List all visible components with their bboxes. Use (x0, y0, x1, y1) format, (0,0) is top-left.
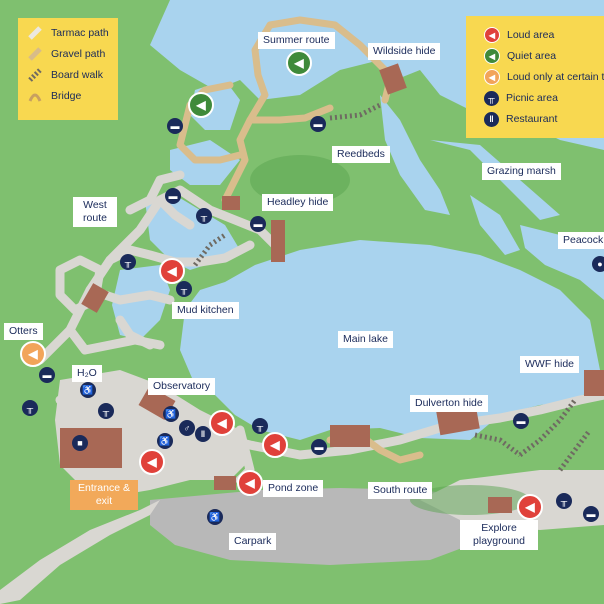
loud-area-icon: ◀ (209, 410, 235, 436)
bench-icon: ▬ (311, 439, 327, 455)
label-h2o: H₂O (72, 365, 102, 382)
label-south-route: South route (368, 482, 433, 499)
picnic-icon: ╥ (176, 281, 192, 297)
picnic-icon: ╥ (556, 493, 572, 509)
bridge-swatch-icon (26, 87, 44, 105)
legend-loud: ◀ Loud area (484, 26, 554, 44)
label-summer-route: Summer route (258, 32, 335, 49)
facility-legend: ◀ Loud area ◀ Quiet area ◀ Loud only at … (466, 16, 604, 138)
quiet-area-icon: ◀ (484, 48, 500, 64)
accessibility-icon: ♿ (80, 382, 96, 398)
legend-label: Loud only at certain t (507, 71, 604, 83)
quiet-area-icon: ◀ (188, 92, 214, 118)
label-pond-zone: Pond zone (263, 480, 324, 497)
legend-label: Tarmac path (51, 27, 109, 39)
baby-change-icon: ♂ (179, 420, 195, 436)
path-legend: Tarmac path Gravel path Board walk Bridg… (18, 18, 118, 120)
label-west-route: West route (73, 197, 117, 227)
label-carpark: Carpark (229, 533, 277, 550)
bench-icon: ▬ (310, 116, 326, 132)
label-entrance-exit: Entrance & exit (70, 480, 138, 510)
picnic-icon: ╥ (196, 208, 212, 224)
loud-area-icon: ◀ (159, 258, 185, 284)
legend-bridge: Bridge (26, 87, 81, 105)
legend-quiet: ◀ Quiet area (484, 47, 556, 65)
tarmac-swatch-icon (26, 24, 44, 42)
shop-icon: ■ (72, 435, 88, 451)
loud-area-icon: ◀ (262, 432, 288, 458)
main-building (60, 428, 122, 468)
label-main-lake: Main lake (338, 331, 393, 348)
legend-label: Bridge (51, 90, 82, 102)
legend-restaurant: ǁ Restaurant (484, 110, 557, 128)
bench-icon: ▬ (513, 413, 529, 429)
bench-icon: ▬ (583, 506, 599, 522)
label-peacock: Peacock (558, 232, 604, 249)
accessibility-icon: ♿ (207, 509, 223, 525)
bench-icon: ▬ (250, 216, 266, 232)
loud-certain-times-icon: ◀ (484, 69, 500, 85)
bench-icon: ▬ (165, 188, 181, 204)
bench-icon: ▬ (39, 367, 55, 383)
label-headley-hide: Headley hide (262, 194, 334, 211)
loud-area-icon: ◀ (484, 27, 500, 43)
picnic-icon: ╥ (484, 90, 499, 106)
legend-label: Picnic area (506, 92, 558, 104)
label-wildside-hide: Wildside hide (368, 43, 441, 60)
picnic-icon: ╥ (120, 254, 136, 270)
legend-label: Quiet area (507, 50, 557, 62)
gravel-swatch-icon (26, 45, 44, 63)
restaurant-icon: ǁ (195, 426, 211, 442)
label-explore-playground: Explore playground (460, 520, 538, 550)
picnic-icon: ╥ (22, 400, 38, 416)
label-observatory: Observatory (148, 378, 216, 395)
quiet-area-icon: ◀ (286, 50, 312, 76)
picnic-icon: ╥ (252, 418, 268, 434)
accessibility-icon: ♿ (163, 406, 179, 422)
legend-tarmac: Tarmac path (26, 24, 109, 42)
legend-label: Board walk (51, 69, 103, 81)
legend-label: Restaurant (506, 113, 558, 125)
label-wwf-hide: WWF hide (520, 356, 580, 373)
legend-gravel: Gravel path (26, 45, 105, 63)
wwf-hide-building (584, 370, 604, 396)
label-grazing-marsh: Grazing marsh (482, 163, 561, 180)
picnic-icon: ╥ (98, 403, 114, 419)
loud-certain-times-icon: ◀ (20, 341, 46, 367)
carpark-building (214, 476, 236, 490)
loud-area-icon: ◀ (139, 449, 165, 475)
pond-building (330, 425, 370, 447)
bench-icon: ▬ (167, 118, 183, 134)
legend-label: Loud area (507, 29, 555, 41)
label-dulverton-hide: Dulverton hide (410, 395, 488, 412)
legend-label: Gravel path (51, 48, 106, 60)
loud-area-icon: ◀ (237, 470, 263, 496)
boardwalk-swatch-icon (26, 66, 44, 84)
label-mud-kitchen: Mud kitchen (172, 302, 239, 319)
headley-hide-building (271, 220, 285, 262)
loud-area-icon: ◀ (517, 494, 543, 520)
accessibility-icon: ♿ (157, 433, 173, 449)
label-reedbeds: Reedbeds (332, 146, 390, 163)
legend-loud-certain-times: ◀ Loud only at certain t (484, 68, 604, 86)
legend-boardwalk: Board walk (26, 66, 103, 84)
peacock-icon: ● (592, 256, 604, 272)
headley-annex-building (222, 196, 240, 210)
playground-building (488, 497, 512, 513)
restaurant-icon: ǁ (484, 111, 499, 127)
legend-picnic: ╥ Picnic area (484, 89, 558, 107)
label-otters: Otters (4, 323, 43, 340)
